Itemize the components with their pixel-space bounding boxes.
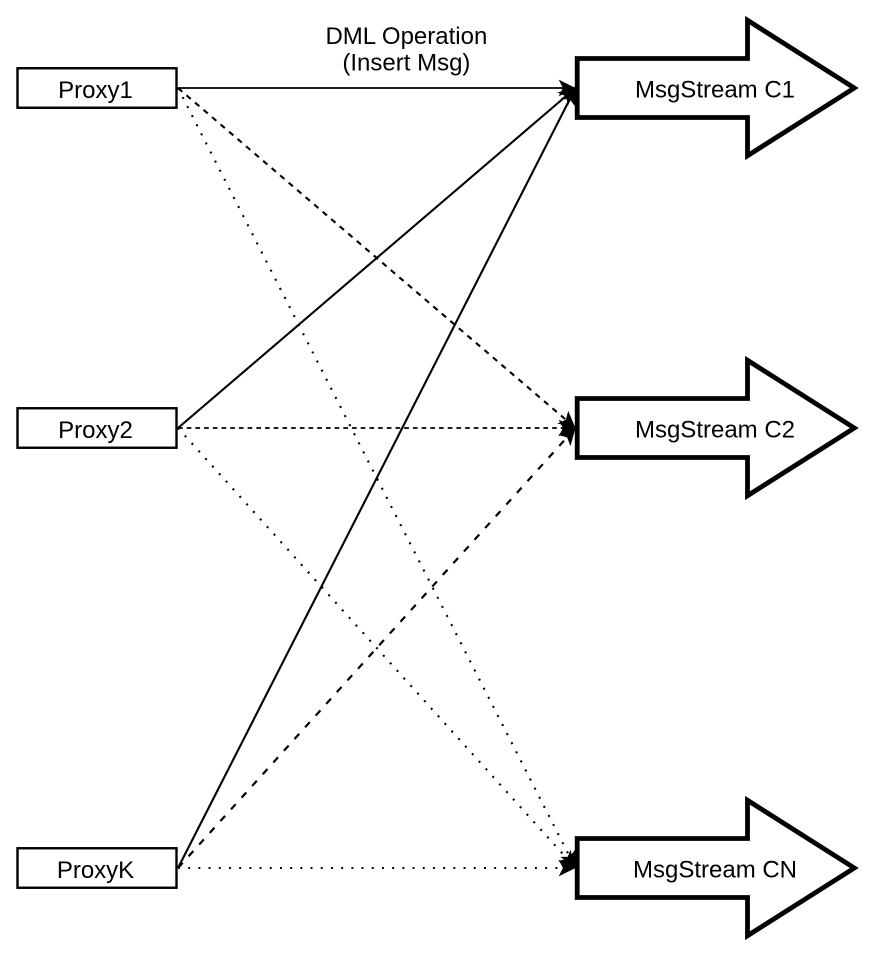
svg-text:Proxy2: Proxy2 [58, 417, 133, 444]
svg-text:MsgStream CN: MsgStream CN [633, 856, 797, 883]
svg-text:(Insert Msg): (Insert Msg) [342, 50, 470, 77]
svg-text:MsgStream C1: MsgStream C1 [635, 76, 795, 103]
svg-text:DML Operation: DML Operation [325, 23, 487, 50]
svg-text:MsgStream C2: MsgStream C2 [635, 416, 795, 443]
svg-text:Proxy1: Proxy1 [58, 77, 133, 104]
svg-text:ProxyK: ProxyK [57, 857, 134, 884]
